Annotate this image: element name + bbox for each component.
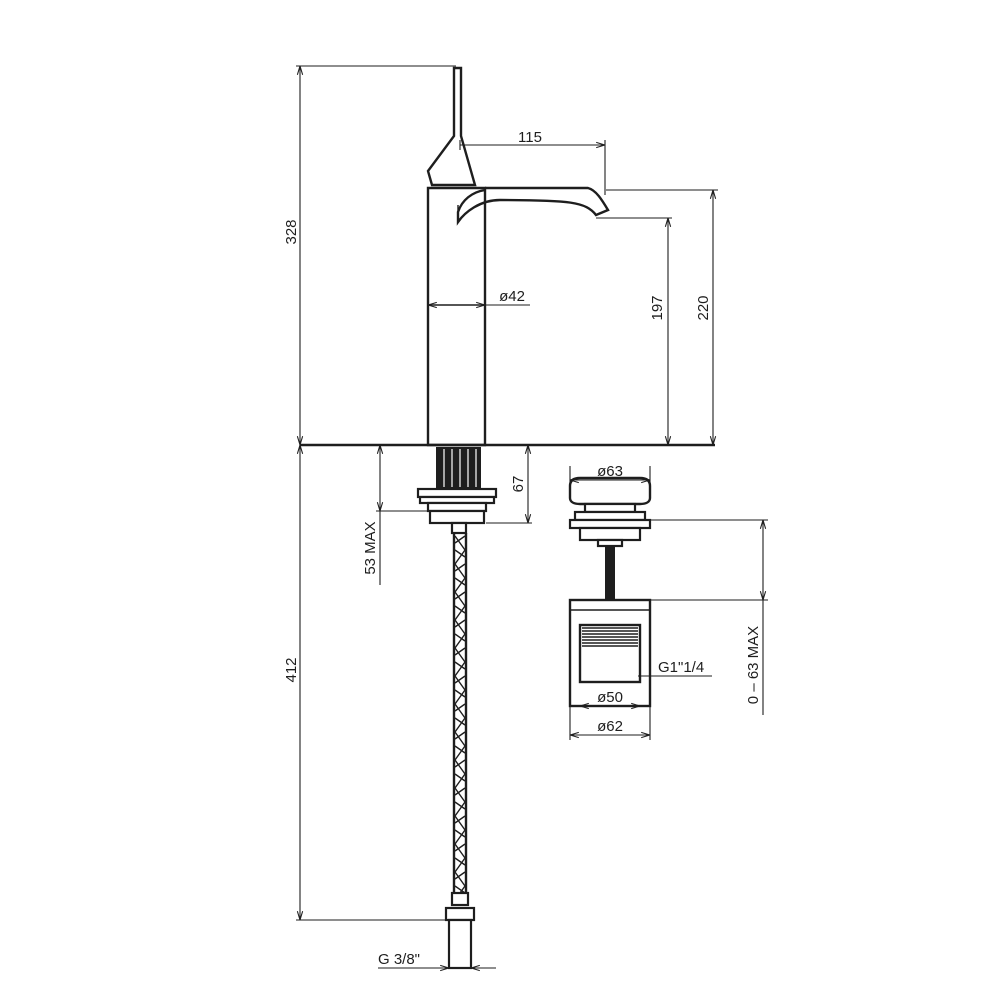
dim-waste-outer-diameter: ø62	[597, 718, 623, 735]
dim-waste-cap-diameter: ø63	[597, 463, 623, 480]
dim-deck-thickness: 53 MAX	[362, 521, 379, 574]
dim-shank-length: 67	[510, 476, 527, 493]
dim-hose-length: 412	[283, 657, 300, 682]
dim-spout-height: 197	[649, 295, 666, 320]
popup-waste	[568, 476, 652, 708]
dimension-lines	[296, 65, 768, 968]
dim-waste-thread: G1"1/4	[658, 659, 704, 676]
dim-body-diameter: ø42	[499, 288, 525, 305]
dim-waste-inner-diameter: ø50	[597, 689, 623, 706]
dim-overall-height: 220	[695, 295, 712, 320]
dim-total-height: 328	[283, 219, 300, 244]
dim-inlet-thread: G 3/8"	[378, 951, 420, 968]
shank-fixing	[416, 447, 498, 535]
faucet-body	[426, 66, 610, 447]
dim-spout-reach: 115	[518, 129, 542, 146]
dim-waste-range: 0 – 63 MAX	[745, 626, 762, 704]
braided-hose	[444, 533, 476, 970]
